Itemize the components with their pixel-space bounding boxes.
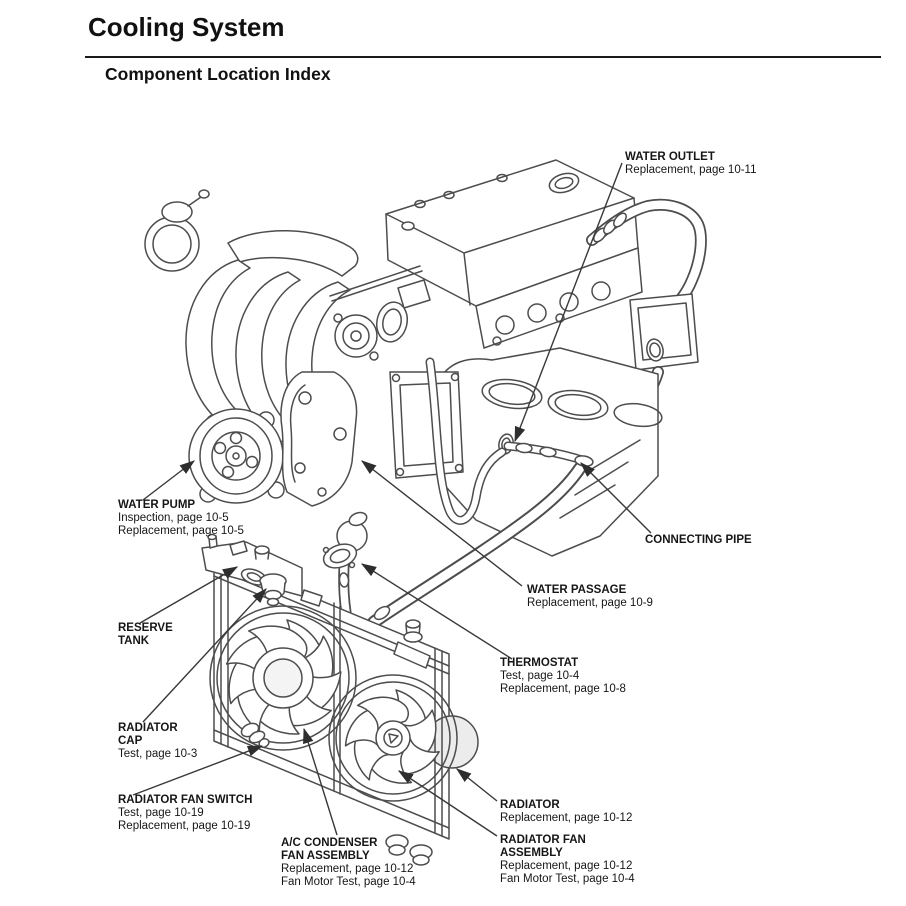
leader-reserve-tank	[139, 566, 239, 624]
callout-radiator-cap: RADIATOR CAP Test, page 10-3	[118, 722, 198, 760]
callout-radiator: RADIATOR Replacement, page 10-12	[500, 799, 633, 824]
leader-ac-condenser-fan	[303, 727, 338, 836]
water-pump-part	[188, 408, 285, 504]
leader-water-pump	[142, 460, 195, 501]
leader-radiator	[456, 768, 498, 802]
leader-radiator-cap	[142, 588, 267, 723]
heater-hose-upper	[586, 198, 707, 305]
callout-radiator-fan-assembly: RADIATOR FAN ASSEMBLY Replacement, page …	[500, 834, 635, 885]
radiator-fan-part	[328, 674, 458, 802]
leader-water-outlet	[514, 162, 623, 443]
callout-water-outlet: WATER OUTLET Replacement, page 10-11	[625, 151, 757, 176]
leader-radiator-fan-assembly	[397, 770, 498, 837]
callout-connecting-pipe: CONNECTING PIPE	[645, 534, 752, 546]
section-subtitle: Component Location Index	[105, 64, 331, 84]
callout-ac-condenser-fan: A/C CONDENSER FAN ASSEMBLY Replacement, …	[281, 837, 416, 888]
ac-condenser-fan-part	[209, 605, 357, 751]
title-rule	[85, 56, 881, 58]
leader-thermostat	[360, 563, 513, 660]
radiator-fan-switch-part	[240, 722, 270, 748]
callout-reserve-tank: RESERVE TANK	[118, 622, 173, 647]
bypass-hose	[425, 357, 507, 525]
radiator-details	[201, 533, 433, 866]
hose-bracket-box	[629, 293, 699, 371]
thermostat-part	[322, 511, 368, 618]
callout-radiator-fan-switch: RADIATOR FAN SWITCH Test, page 10-19 Rep…	[118, 794, 253, 832]
upper-radiator-hose	[367, 461, 587, 629]
throttle-body	[329, 265, 431, 361]
cylinder-head	[385, 159, 643, 349]
callout-water-pump: WATER PUMP Inspection, page 10-5 Replace…	[118, 499, 244, 537]
water-passage-part	[280, 371, 358, 507]
leader-connecting-pipe	[580, 462, 652, 534]
callout-thermostat: THERMOSTAT Test, page 10-4 Replacement, …	[500, 657, 626, 695]
page-title: Cooling System	[88, 12, 285, 42]
callout-leader-lines	[132, 162, 652, 837]
leader-water-passage	[361, 460, 523, 587]
callout-water-passage: WATER PASSAGE Replacement, page 10-9	[527, 584, 653, 609]
leader-radiator-fan-switch	[132, 745, 264, 796]
